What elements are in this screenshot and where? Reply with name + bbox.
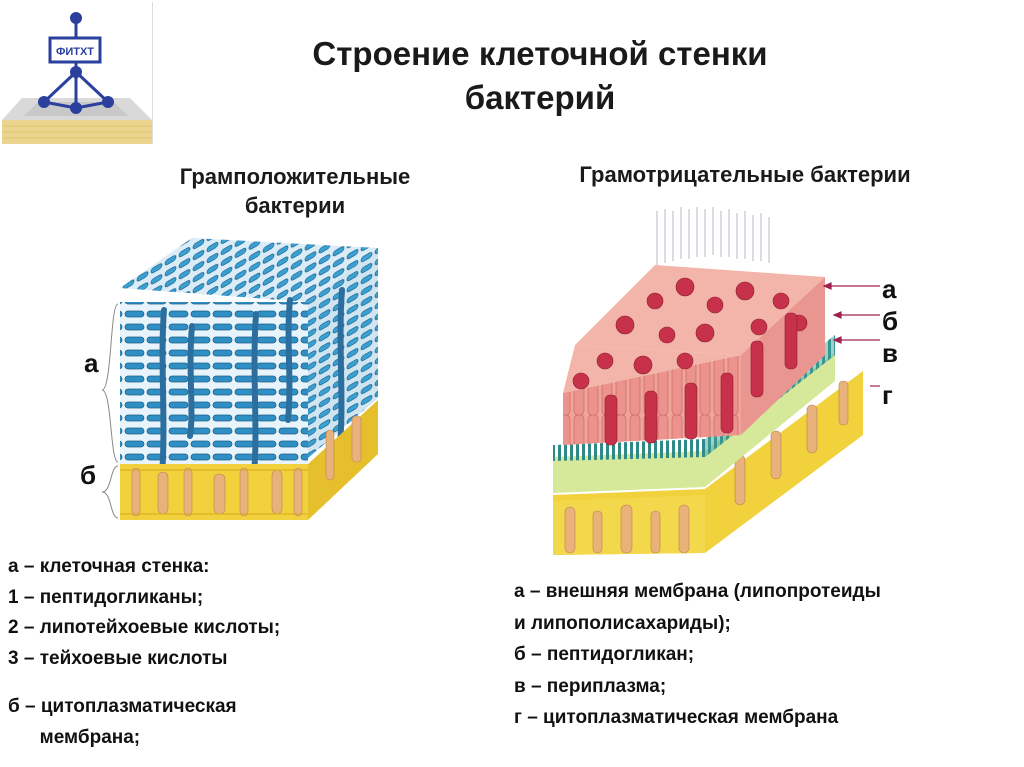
gram-negative-legend: а – внешняя мембрана (липопротеиды и лип… <box>514 576 881 734</box>
legend-line: б – цитоплазматическая <box>8 696 237 717</box>
gram-negative-heading: Грамотрицательные бактерии <box>579 162 911 187</box>
legend-line: 3 – тейхоевые кислоты <box>8 647 228 669</box>
legend-line: а – внешняя мембрана (липопротеиды <box>514 581 881 602</box>
gram-positive-heading-line-2: бактерии <box>244 193 346 218</box>
logo: ФИТХТ <box>2 2 153 144</box>
gram-negative-cell-wall-diagram <box>553 207 863 555</box>
page-title: Строение клеточной стенки бактерий <box>230 32 850 120</box>
legend-line: 1 – пептидогликаны; <box>8 586 204 608</box>
gram-negative-label-a: а <box>882 274 897 304</box>
legend-line: 2 – липотейхоевые кислоты; <box>8 617 281 638</box>
gram-positive-heading: Грамположительные бактерии <box>120 162 470 220</box>
legend-line <box>8 674 280 692</box>
gram-positive-label-a: а <box>84 348 99 378</box>
legend-line: в – периплазма; <box>514 675 667 697</box>
gram-negative-pointers <box>822 282 880 387</box>
title-line-2: бактерий <box>464 79 616 116</box>
logo-text: ФИТХТ <box>56 46 94 58</box>
gram-positive-label-b: б <box>80 460 97 490</box>
gram-negative-label-g: г <box>882 380 893 410</box>
gram-positive-legend: а – клеточная стенка: 1 – пептидогликаны… <box>8 552 280 753</box>
legend-line: и липополисахариды); <box>514 612 731 634</box>
legend-line: а – клеточная стенка: <box>8 556 210 577</box>
gram-positive-cell-wall-diagram <box>101 238 378 520</box>
legend-line: б – пептидогликан; <box>514 644 695 665</box>
gram-negative-label-b: б <box>882 306 899 336</box>
legend-line: г – цитоплазматическая мембрана <box>514 707 839 728</box>
gram-negative-label-v: в <box>882 338 898 368</box>
gram-positive-heading-line-1: Грамположительные <box>179 164 411 189</box>
legend-line: мембрана; <box>8 726 141 748</box>
title-line-1: Строение клеточной стенки <box>312 35 768 72</box>
